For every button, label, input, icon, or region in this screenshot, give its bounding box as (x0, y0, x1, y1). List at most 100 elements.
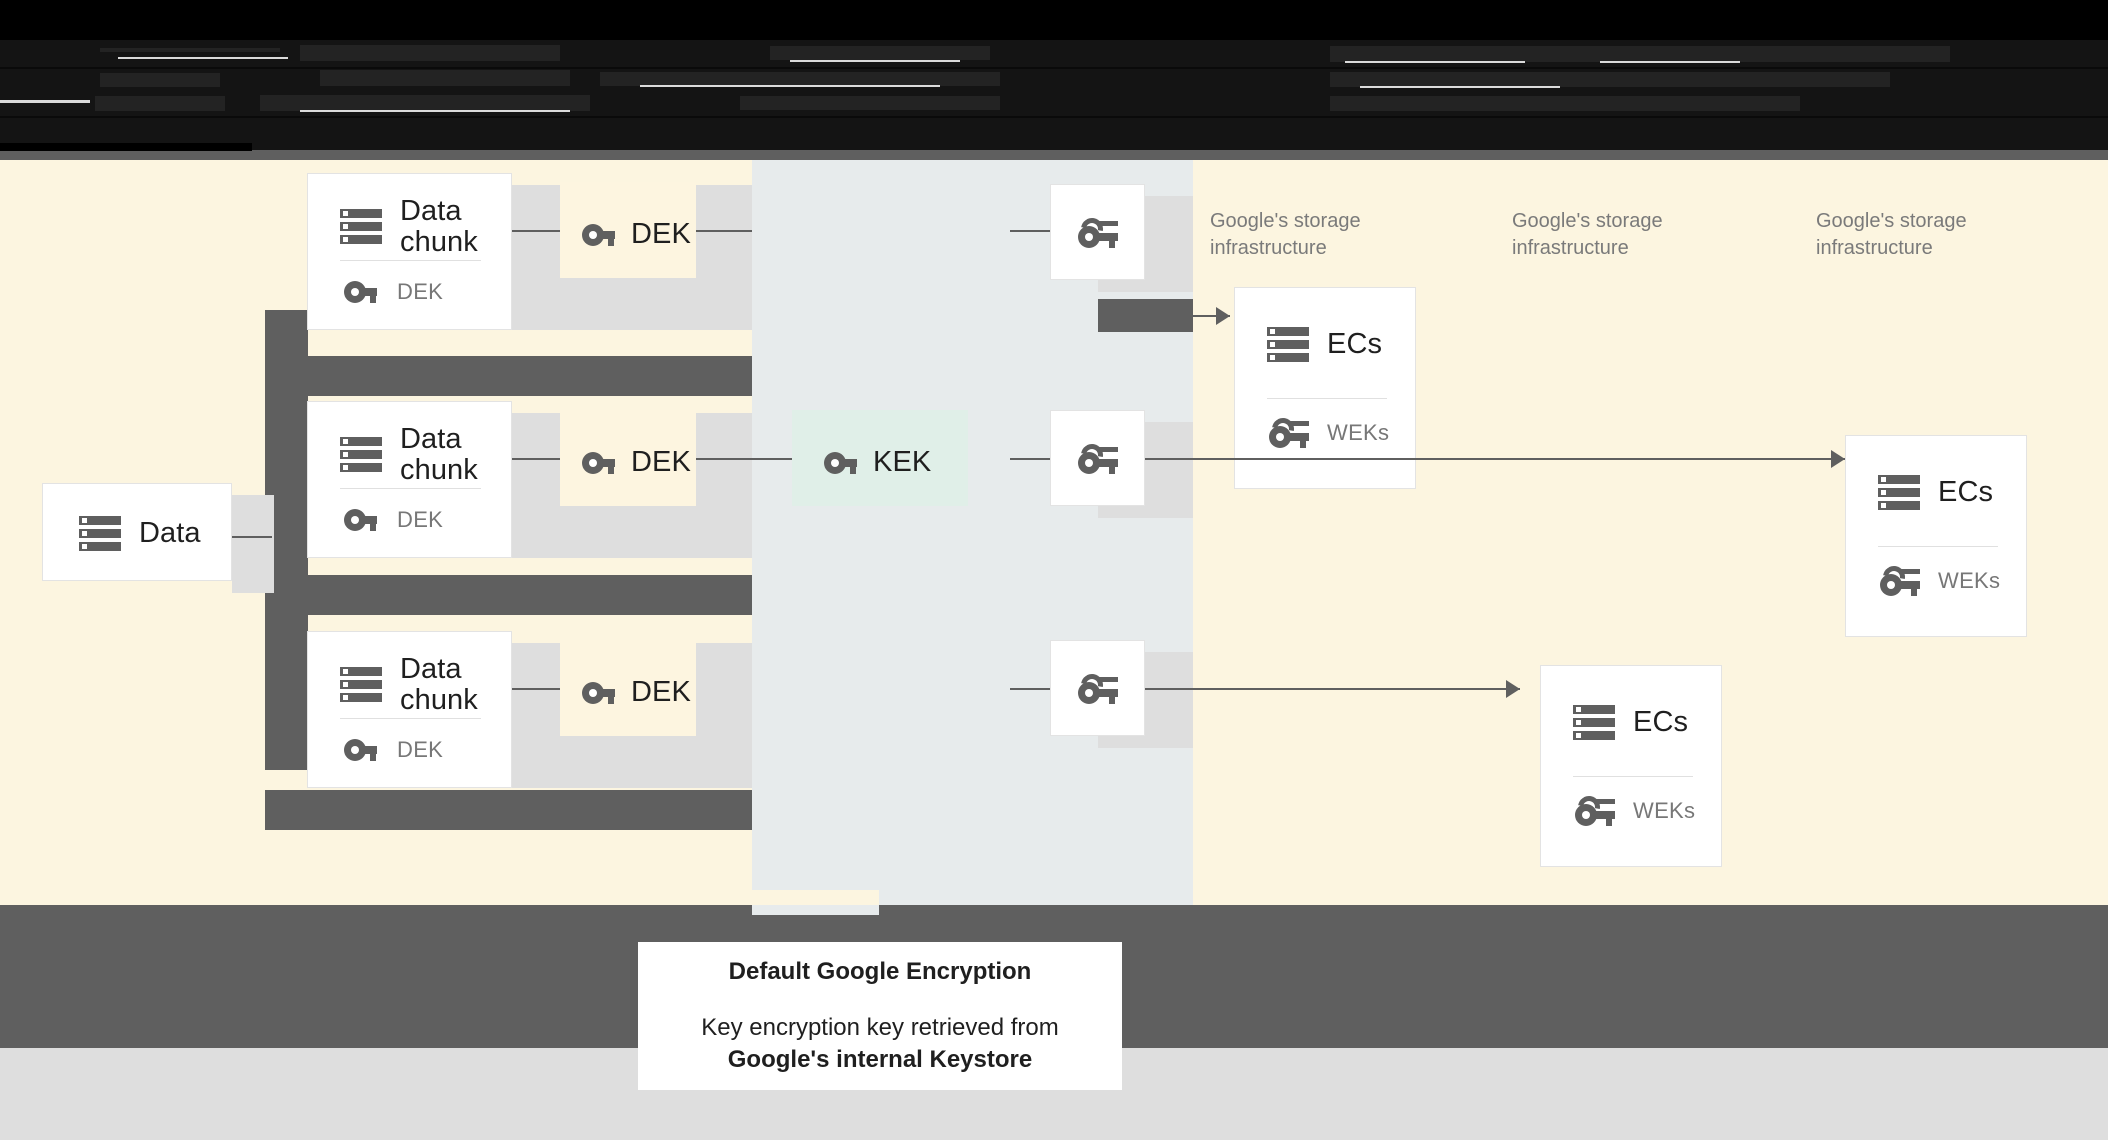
ecs-key-label-2: WEKs (1938, 568, 2001, 593)
top-black-bar (0, 0, 2108, 40)
wek-to-ecs-arrow-3 (1506, 680, 1520, 698)
server-stack-icon (79, 515, 121, 553)
chunk-title-line2: chunk (400, 454, 478, 487)
chunk-title-line2: chunk (400, 684, 478, 717)
data-to-bracket-line (232, 536, 272, 538)
double-key-icon (1076, 439, 1118, 474)
chunk-card-2[interactable]: Data chunk DEK (307, 401, 512, 558)
keystore-column-bottom-notch (752, 905, 879, 915)
dek-label-2: DEK (631, 446, 691, 478)
server-stack-icon (1267, 326, 1309, 364)
infra-label-2: Google's storage infrastructure (1512, 208, 1663, 262)
server-stack-icon (340, 436, 382, 474)
diagram-canvas: Data Data chunk DEK DEK (0, 160, 2108, 905)
keystore-to-wek-line-1 (1010, 230, 1050, 232)
chunk-divider-2 (340, 488, 481, 489)
dek-label-1: DEK (631, 218, 691, 250)
chunk-card-1[interactable]: Data chunk DEK (307, 173, 512, 330)
wek-box-2[interactable] (1050, 410, 1145, 506)
double-key-icon (1878, 561, 1920, 596)
kek-to-wek-line-2 (1010, 458, 1050, 460)
ecs-divider-1 (1267, 398, 1387, 399)
server-stack-icon (1878, 474, 1920, 512)
ecs-title-3: ECs (1633, 706, 1689, 739)
key-icon (824, 451, 857, 474)
ecs-card-1[interactable]: ECs WEKs (1234, 287, 1416, 489)
wek-box-1[interactable] (1050, 184, 1145, 280)
chunk-card-3[interactable]: Data chunk DEK (307, 631, 512, 788)
chunk-key-label-3: DEK (397, 737, 444, 762)
chunk-title-3: Data chunk (400, 653, 478, 717)
ecs-key-label-3: WEKs (1633, 798, 1696, 823)
infra-label-line2: infrastructure (1816, 237, 1933, 259)
infra-label-line1: Google's storage (1816, 210, 1967, 232)
fanout-bracket-arm-top2 (265, 356, 752, 396)
infra-label-line2: infrastructure (1512, 237, 1629, 259)
chunk-title-line2: chunk (400, 226, 478, 259)
chunk-title-line1: Data (400, 653, 462, 685)
ecs-divider-3 (1573, 776, 1693, 777)
kek-label: KEK (873, 446, 932, 478)
header-notch (0, 143, 252, 151)
chunk-divider-1 (340, 260, 481, 261)
dek-box-2[interactable]: DEK (560, 410, 696, 506)
chunk-to-dek-line-3 (512, 688, 560, 690)
ecs-title-2: ECs (1938, 476, 1994, 509)
wek-to-ecs-arrow-1 (1216, 307, 1230, 325)
wek-box-3[interactable] (1050, 640, 1145, 736)
chunk-key-label-2: DEK (397, 507, 444, 532)
ecs-title-1: ECs (1327, 328, 1383, 361)
key-icon (582, 451, 615, 474)
fanout-bracket-arm-mid (265, 575, 752, 615)
infra-label-line2: infrastructure (1210, 237, 1327, 259)
infra-label-1: Google's storage infrastructure (1210, 208, 1361, 262)
chunk-divider-3 (340, 718, 481, 719)
key-icon (344, 281, 377, 303)
infra-label-3: Google's storage infrastructure (1816, 208, 1967, 262)
kek-box[interactable]: KEK (792, 410, 968, 506)
caption-line2: Google's internal Keystore (727, 1046, 1033, 1073)
dek-label-3: DEK (631, 676, 691, 708)
caption-card: Default Google Encryption Key encryption… (638, 942, 1122, 1090)
dek-box-1[interactable]: DEK (560, 182, 696, 278)
chunk-title-2: Data chunk (400, 423, 478, 487)
caption-title: Default Google Encryption (728, 958, 1032, 985)
key-icon (344, 509, 377, 531)
caption-line1: Key encryption key retrieved from (701, 1014, 1059, 1041)
data-card[interactable]: Data (42, 483, 232, 581)
dek-box-3[interactable]: DEK (560, 640, 696, 736)
data-card-shadow (232, 495, 274, 593)
chunk-title-1: Data chunk (400, 195, 478, 259)
key-icon (582, 681, 615, 704)
ecs-card-2[interactable]: ECs WEKs (1845, 435, 2027, 637)
server-stack-icon (1573, 704, 1615, 742)
keystore-column-foot (879, 890, 1193, 905)
key-icon (582, 223, 615, 246)
double-key-icon (1076, 213, 1118, 248)
wek-to-ecs-line-1 (1145, 315, 1230, 317)
obscured-header-text (0, 40, 2108, 150)
header-bottom-edge (0, 150, 2108, 160)
chunk-key-label-1: DEK (397, 279, 444, 304)
dek-to-kek-line-2 (696, 458, 792, 460)
wek-to-ecs-line-2 (1145, 458, 1845, 460)
chunk-title-line1: Data (400, 195, 462, 227)
ecs-key-label-1: WEKs (1327, 420, 1390, 445)
chunk-title-line1: Data (400, 423, 462, 455)
double-key-icon (1076, 669, 1118, 704)
ecs-card-3[interactable]: ECs WEKs (1540, 665, 1722, 867)
key-icon (344, 739, 377, 761)
wek-to-ecs-line-3 (1145, 688, 1520, 690)
double-key-icon (1267, 413, 1309, 448)
data-card-label: Data (139, 517, 201, 550)
keystore-to-wek-line-3 (1010, 688, 1050, 690)
chunk-to-dek-line-2 (512, 458, 560, 460)
infra-label-line1: Google's storage (1210, 210, 1361, 232)
double-key-icon (1573, 791, 1615, 826)
infra-label-line1: Google's storage (1512, 210, 1663, 232)
wek-to-ecs-arrow-2 (1831, 450, 1845, 468)
fanout-bracket-arm-bot (265, 790, 752, 830)
server-stack-icon (340, 666, 382, 704)
server-stack-icon (340, 208, 382, 246)
